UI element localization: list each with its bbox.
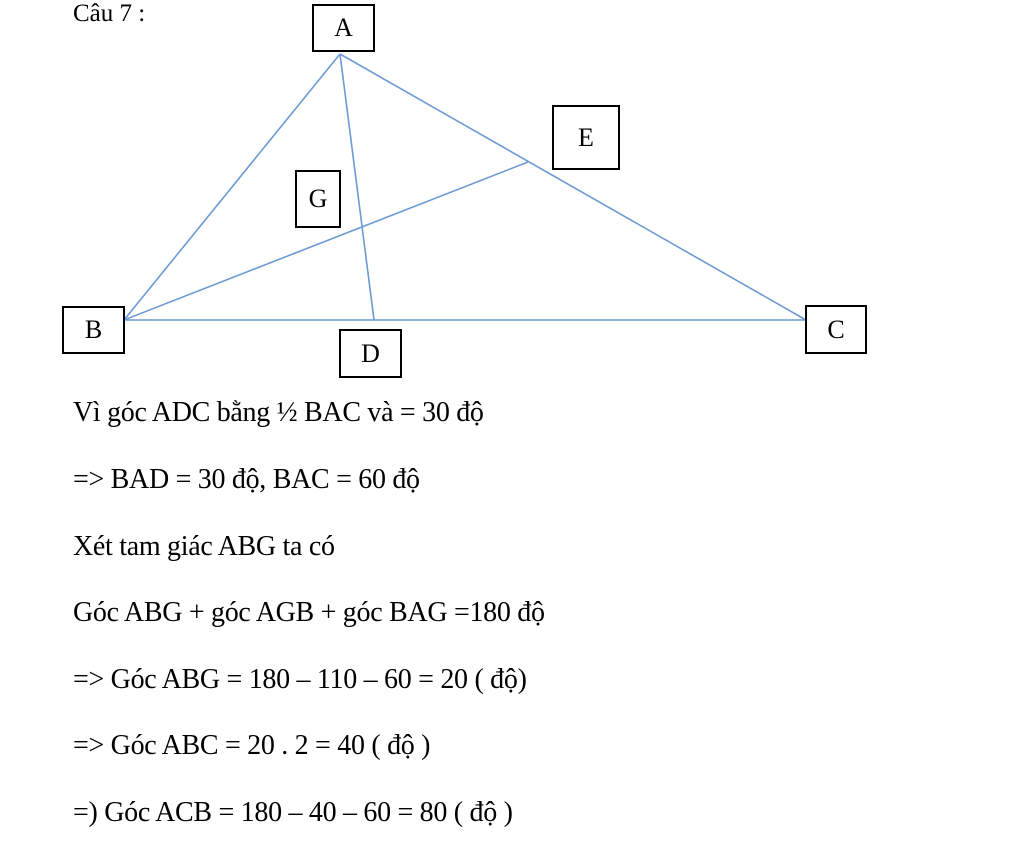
- point-label-g: G: [295, 170, 341, 228]
- triangle-lines: [123, 53, 807, 321]
- point-label-e: E: [552, 105, 620, 170]
- segment-be: [123, 161, 529, 321]
- solution-line-6: => Góc ABC = 20 . 2 = 40 ( độ ): [73, 730, 431, 761]
- solution-line-2: => BAD = 30 độ, BAC = 60 độ: [73, 464, 420, 495]
- solution-line-1: Vì góc ADC bằng ½ BAC và = 30 độ: [73, 397, 484, 428]
- solution-line-3: Xét tam giác ABG ta có: [73, 531, 335, 562]
- point-label-c: C: [805, 305, 867, 354]
- point-label-d: D: [339, 329, 402, 378]
- triangle-diagram: [123, 53, 807, 321]
- question-heading: Câu 7 :: [73, 0, 146, 27]
- solution-line-4: Góc ABG + góc AGB + góc BAG =180 độ: [73, 597, 545, 628]
- segment-ac: [339, 53, 807, 321]
- solution-line-7: =) Góc ACB = 180 – 40 – 60 = 80 ( độ ): [73, 797, 513, 828]
- segment-ad: [339, 53, 375, 321]
- point-label-b: B: [62, 306, 125, 354]
- solution-line-5: => Góc ABG = 180 – 110 – 60 = 20 ( độ): [73, 664, 527, 695]
- segment-ab: [123, 53, 341, 321]
- point-label-a: A: [312, 4, 375, 52]
